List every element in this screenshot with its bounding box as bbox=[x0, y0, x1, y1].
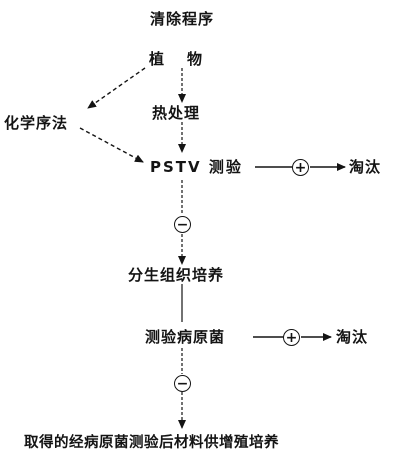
pathogen-positive-sign: + bbox=[283, 329, 300, 346]
pstv-negative-sign: − bbox=[174, 216, 191, 233]
node-plant: 植 物 bbox=[149, 50, 207, 68]
node-eliminate-2: 淘汰 bbox=[336, 328, 369, 346]
pathogen-negative-sign: − bbox=[174, 375, 191, 392]
pstv-positive-sign: + bbox=[292, 159, 309, 176]
node-eliminate-1: 淘汰 bbox=[349, 158, 382, 176]
node-pathogen-test: 测验病原菌 bbox=[145, 328, 226, 346]
arrow-chem-to-pstv bbox=[79, 127, 144, 163]
node-chemical-method: 化学序法 bbox=[4, 114, 69, 132]
node-heat-treatment: 热处理 bbox=[152, 104, 201, 122]
node-pstv-test: PSTV 测验 bbox=[150, 158, 243, 176]
arrow-plant-to-chem bbox=[87, 67, 146, 109]
node-meristem-culture: 分生组织培养 bbox=[128, 266, 225, 284]
diagram-title: 清除程序 bbox=[150, 10, 215, 28]
node-final-result: 取得的经病原菌测验后材料供增殖培养 bbox=[24, 435, 279, 451]
